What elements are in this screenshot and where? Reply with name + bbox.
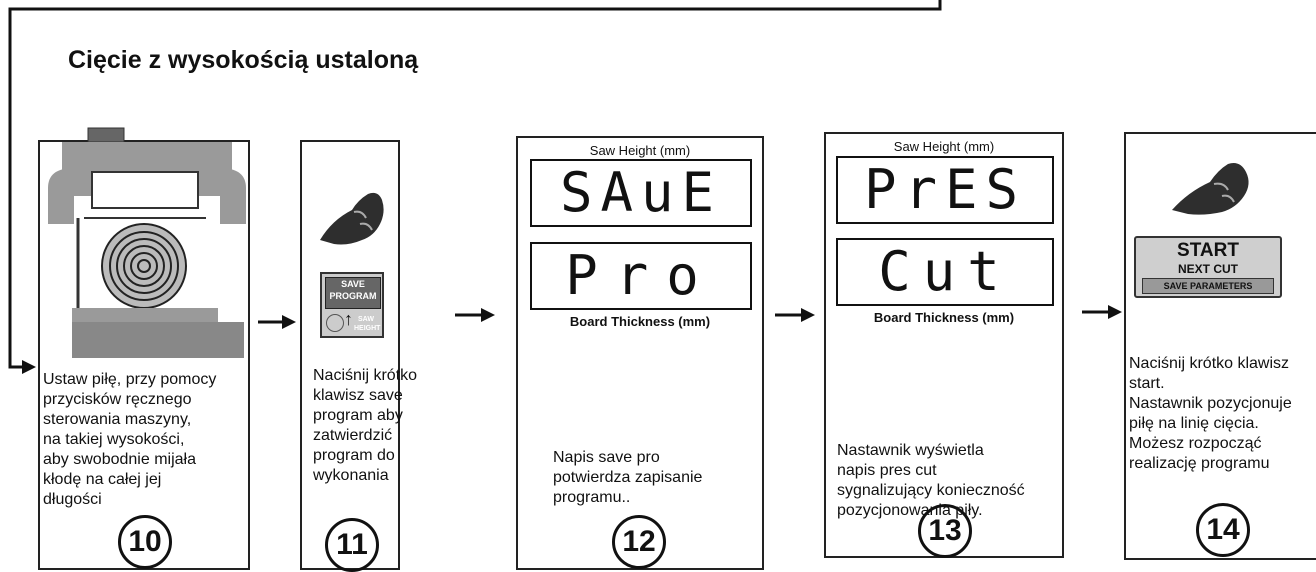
next-cut-label: NEXT CUT	[1178, 262, 1238, 276]
up-arrow-icon: ↑	[344, 309, 353, 329]
page-title: Cięcie z wysokością ustaloną	[68, 46, 419, 74]
gear-icon	[326, 314, 344, 332]
arrow-icon	[775, 308, 815, 322]
step-12-text: Napis save pro potwierdza zapisanie prog…	[553, 449, 703, 506]
arrow-icon	[455, 308, 495, 322]
arrow-icon	[1082, 305, 1122, 319]
arrow-icon	[258, 315, 296, 329]
connector-line	[8, 0, 942, 374]
saw-height-display: PrES	[836, 156, 1054, 224]
save-program-button[interactable]: SAVE PROGRAM ↑ SAW HEIGHT	[320, 272, 384, 338]
saw-height-display: SAuE	[530, 159, 752, 227]
display-text: SAuE	[559, 161, 723, 224]
display-text: Cut	[878, 240, 1012, 303]
start-button[interactable]: START NEXT CUT SAVE PARAMETERS	[1134, 236, 1282, 298]
height-label: HEIGHT	[354, 325, 381, 332]
saw-height-label: Saw Height (mm)	[893, 139, 995, 154]
board-thickness-label: Board Thickness (mm)	[569, 314, 711, 329]
step-13-text: Nastawnik wyświetla napis pres cut sygna…	[837, 442, 1025, 519]
saw-label: SAW	[358, 316, 374, 323]
board-thickness-display: Cut	[836, 238, 1054, 306]
step-14-text: Naciśnij krótko klawisz start. Nastawnik…	[1129, 355, 1292, 472]
save-parameters-label: SAVE PARAMETERS	[1142, 278, 1274, 294]
step-10-number: 10	[118, 515, 172, 569]
program-label: PROGRAM	[329, 291, 377, 301]
saw-height-label: Saw Height (mm)	[589, 143, 691, 158]
pressing-finger-icon	[320, 192, 384, 245]
board-thickness-label: Board Thickness (mm)	[873, 310, 1015, 325]
step-14-number: 14	[1196, 503, 1250, 557]
step-11-number: 11	[325, 518, 379, 572]
pressing-finger-icon	[1172, 163, 1249, 215]
step-10-text: Ustaw piłę, przy pomocy przycisków ręczn…	[43, 371, 217, 508]
start-label: START	[1177, 240, 1239, 261]
display-text: PrES	[863, 158, 1027, 221]
save-label: SAVE	[341, 279, 365, 289]
step-13-number: 13	[918, 504, 972, 558]
step-12-number: 12	[612, 515, 666, 569]
step-11-text: Naciśnij krótko klawisz save program aby…	[313, 367, 418, 484]
saw-machine-illustration	[48, 127, 246, 358]
display-text: Pro	[565, 244, 717, 307]
board-thickness-display: Pro	[530, 242, 752, 310]
